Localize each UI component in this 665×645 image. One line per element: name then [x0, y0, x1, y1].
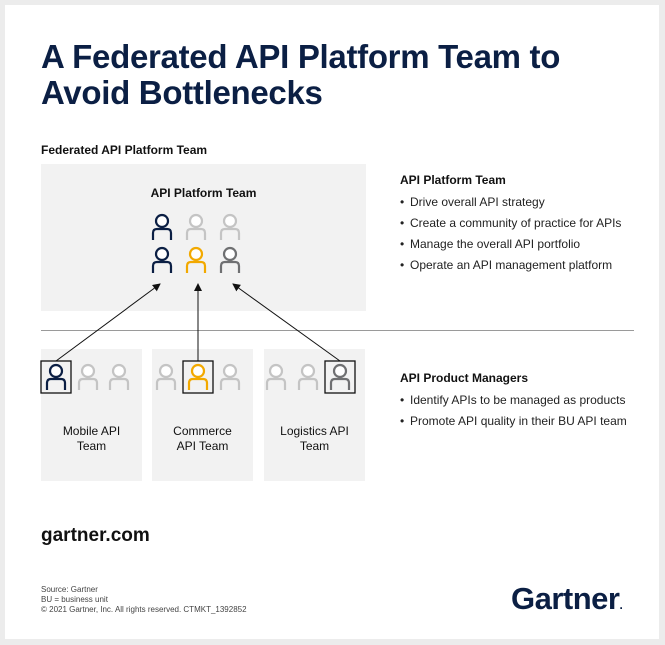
mobile-team-label: Mobile API Team: [62, 424, 121, 453]
gartner-logo: Gartner.: [511, 581, 623, 616]
person-icon: [219, 213, 241, 242]
person-icon: [187, 363, 209, 392]
bullet-icon: •: [400, 393, 405, 407]
person-icon: [219, 363, 241, 392]
list-item: •Manage the overall API portfolio: [400, 237, 581, 251]
platform-team-box-label: API Platform Team: [150, 186, 257, 200]
website-link[interactable]: gartner.com: [41, 525, 150, 546]
person-icon: [185, 213, 207, 242]
page-title: A Federated API Platform Team to Avoid B…: [41, 38, 561, 111]
list-item: •Operate an API management platform: [400, 258, 613, 272]
commerce-team-label: Commerce API Team: [173, 424, 232, 453]
bullet-icon: •: [400, 414, 405, 428]
bullet-icon: •: [400, 216, 405, 230]
person-icon: [185, 246, 207, 275]
people-diagram: [40, 213, 356, 394]
person-icon: [219, 246, 241, 275]
person-icon: [265, 363, 287, 392]
platform-bullet-list: •Drive overall API strategy •Create a co…: [400, 195, 630, 273]
person-icon: [329, 363, 351, 392]
arrow-logistics-to-platform: [232, 283, 341, 362]
footnote-definition: BU = business unit: [41, 595, 108, 604]
person-icon: [297, 363, 319, 392]
list-item: •Create a community of practice for APIs: [400, 216, 622, 230]
footnotes: Source: Gartner BU = business unit © 202…: [41, 585, 247, 615]
person-icon: [108, 363, 130, 392]
product-panel-heading: API Product Managers: [400, 371, 529, 385]
person-icon: [45, 363, 67, 392]
platform-panel-heading: API Platform Team: [400, 173, 506, 187]
platform-team-panel: API Platform Team •Drive overall API str…: [400, 173, 630, 279]
logistics-team-label: Logistics API Team: [280, 424, 349, 453]
infographic-card: A Federated API Platform Team to Avoid B…: [5, 5, 659, 639]
product-managers-panel: API Product Managers •Identify APIs to b…: [400, 371, 630, 435]
product-bullet-list: •Identify APIs to be managed as products…: [400, 393, 630, 429]
footnote-source: Source: Gartner: [41, 585, 98, 594]
list-item: •Drive overall API strategy: [400, 195, 545, 209]
arrow-mobile-to-platform: [55, 283, 161, 362]
federated-team-label: Federated API Platform Team: [41, 143, 208, 157]
bullet-icon: •: [400, 258, 405, 272]
section-divider: [41, 330, 634, 331]
footnote-copyright: © 2021 Gartner, Inc. All rights reserved…: [41, 605, 247, 614]
bullet-icon: •: [400, 195, 405, 209]
bullet-icon: •: [400, 237, 405, 251]
person-icon: [155, 363, 177, 392]
person-icon: [151, 213, 173, 242]
person-icon: [77, 363, 99, 392]
person-icon: [151, 246, 173, 275]
platform-team-box: API Platform Team: [41, 164, 366, 311]
list-item: •Identify APIs to be managed as products: [400, 393, 626, 407]
list-item: •Promote API quality in their BU API tea…: [400, 414, 627, 428]
